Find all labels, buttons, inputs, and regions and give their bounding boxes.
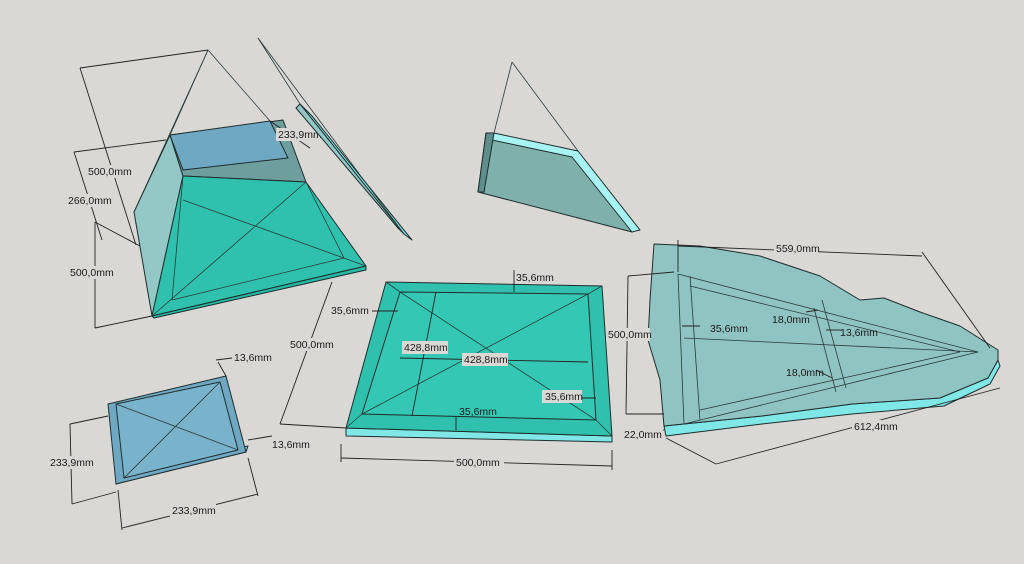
tri-strip-top-label: 18,0mm bbox=[772, 314, 810, 326]
small-panel-dimensions: 13,6mm 13,6mm 233,9mm 233,9mm bbox=[48, 352, 310, 531]
center-panel-dimensions: 35,6mm 35,6mm 428,8mm 428,8mm 35,6mm 35,… bbox=[279, 270, 613, 470]
tri-height-label: 500,0mm bbox=[608, 329, 652, 341]
small-panel-thickness-top-label: 13,6mm bbox=[234, 352, 272, 364]
pyramid-assembly[interactable] bbox=[133, 49, 367, 319]
pyramid-dimensions: 500,0mm 266,0mm 500,0mm 233,9mm bbox=[66, 49, 322, 329]
small-blue-panel[interactable] bbox=[107, 375, 249, 485]
center-frame-bottom-label: 35,6mm bbox=[459, 406, 497, 418]
small-panel-height-label: 233,9mm bbox=[50, 457, 94, 469]
tri-bottom-length-label: 612,4mm bbox=[854, 421, 898, 433]
center-inner-horizontal-label: 428,8mm bbox=[464, 354, 508, 366]
tri-strip-bottom-label: 18,0mm bbox=[786, 367, 824, 379]
center-height-label: 500,0mm bbox=[290, 339, 334, 351]
tri-frame-label: 35,6mm bbox=[710, 323, 748, 335]
small-panel-thickness-side-label: 13,6mm bbox=[272, 439, 310, 451]
slanted-strip[interactable] bbox=[257, 37, 413, 241]
pyramid-height-outer-label: 500,0mm bbox=[88, 166, 132, 178]
large-triangle-panel[interactable] bbox=[647, 243, 1001, 437]
tri-top-length-label: 559,0mm bbox=[776, 243, 820, 255]
triangle-panel-upper[interactable] bbox=[477, 61, 641, 233]
pyramid-base-rim bbox=[151, 265, 367, 319]
small-panel-width-label: 233,9mm bbox=[172, 505, 216, 517]
large-triangle-dimensions: 559,0mm 500,0mm 35,6mm 18,0mm 13,6mm 18,… bbox=[606, 240, 1001, 465]
pyramid-height-base-label: 500,0mm bbox=[70, 267, 114, 279]
pyramid-top-width-label: 233,9mm bbox=[278, 129, 322, 141]
pyramid-base-face bbox=[151, 175, 367, 317]
center-frame-top-label: 35,6mm bbox=[516, 272, 554, 284]
center-width-label: 500,0mm bbox=[456, 457, 500, 469]
center-inner-vertical-label: 428,8mm bbox=[404, 342, 448, 354]
center-frame-right-label: 35,6mm bbox=[545, 391, 583, 403]
tri-base-thickness-label: 22,0mm bbox=[624, 429, 662, 441]
pyramid-height-mid-label: 266,0mm bbox=[68, 195, 112, 207]
tri-strip-right-label: 13,6mm bbox=[840, 327, 878, 339]
pyramid-top-slab bbox=[169, 120, 289, 171]
center-frame-left-label: 35,6mm bbox=[331, 305, 369, 317]
